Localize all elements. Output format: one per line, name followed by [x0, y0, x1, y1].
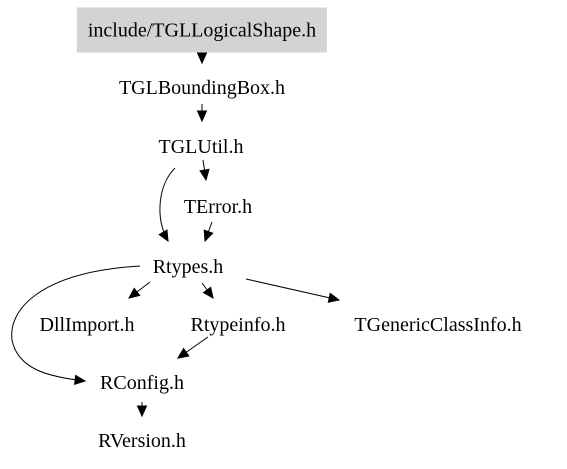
- node-rtypes[interactable]: Rtypes.h: [152, 256, 224, 278]
- arrowhead-rtypes-to-genericclassinfo: [327, 292, 341, 303]
- arrowhead-util-to-rtypes: [158, 229, 169, 243]
- arrowhead-error-to-rtypes: [203, 229, 214, 243]
- node-rtypeinfo[interactable]: Rtypeinfo.h: [190, 314, 286, 336]
- arrowhead-bbox-to-util: [196, 110, 208, 123]
- edge-rtypes-to-rconfig: [11, 265, 141, 382]
- arrowhead-rconfig-to-rversion: [136, 405, 148, 418]
- edge-rtypes-to-genericclassinfo: [245, 278, 340, 301]
- arrowhead-rtypes-to-rtypeinfo: [202, 286, 214, 299]
- node-bbox[interactable]: TGLBoundingBox.h: [118, 77, 286, 99]
- node-genericclassinfo[interactable]: TGenericClassInfo.h: [354, 314, 522, 336]
- node-root[interactable]: include/TGLLogicalShape.h: [76, 7, 328, 53]
- node-util[interactable]: TGLUtil.h: [158, 136, 244, 158]
- arrowhead-root-to-bbox: [196, 52, 208, 65]
- node-rconfig[interactable]: RConfig.h: [100, 372, 184, 394]
- arrowhead-rtypes-to-dllimport: [128, 287, 141, 299]
- arrowhead-rtypeinfo-to-rconfig: [177, 347, 190, 359]
- arrowhead-rtypes-to-rconfig: [74, 374, 87, 386]
- node-dllimport[interactable]: DllImport.h: [39, 314, 135, 336]
- node-rversion[interactable]: RVersion.h: [98, 430, 186, 452]
- node-error[interactable]: TError.h: [183, 196, 253, 218]
- arrowhead-util-to-error: [199, 168, 210, 182]
